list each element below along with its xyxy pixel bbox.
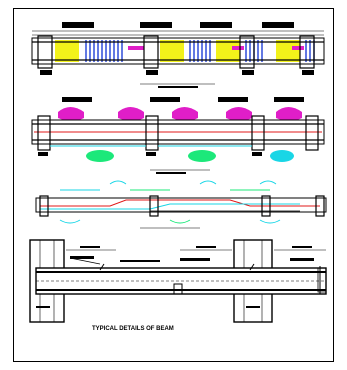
top-bar-shape — [172, 107, 198, 121]
label-block — [200, 22, 232, 28]
column — [299, 35, 315, 69]
drawing-title: TYPICAL DETAILS OF BEAM — [92, 326, 174, 332]
typical-detail-panel — [29, 239, 327, 323]
column — [37, 35, 53, 69]
label-block — [140, 22, 172, 28]
beam-elevation-panel — [31, 22, 325, 88]
stirrup-zone — [85, 40, 123, 62]
bottom-bar-shape — [188, 150, 216, 162]
yellow-zone — [276, 40, 300, 62]
column — [143, 35, 159, 69]
yellow-zone — [160, 40, 184, 62]
column — [239, 35, 255, 69]
top-bar-shape — [226, 107, 252, 121]
top-bar-shape — [118, 107, 144, 121]
bottom-bar-shape — [86, 150, 114, 162]
lap-marker — [292, 46, 304, 50]
label-block — [262, 22, 294, 28]
top-bar-shape — [58, 107, 84, 121]
yellow-zone — [216, 40, 240, 62]
yellow-zone — [55, 40, 79, 62]
bar-bending-panel — [31, 97, 325, 174]
lap-marker — [128, 46, 144, 50]
long-beam-panel — [35, 180, 327, 229]
label-block — [62, 22, 94, 28]
bottom-bar-shape — [270, 150, 294, 162]
lap-marker — [232, 46, 244, 50]
drawing-sheet — [13, 8, 334, 362]
top-bar-shape — [276, 107, 302, 121]
stirrup-zone — [189, 40, 211, 62]
